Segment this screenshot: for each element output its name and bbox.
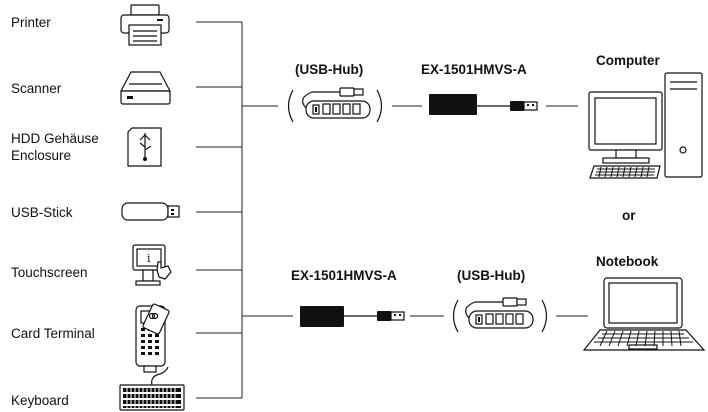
scanner-label: Scanner <box>11 81 62 96</box>
connector-lines <box>196 21 588 399</box>
top-hub-label: (USB-Hub) <box>295 62 364 77</box>
or-label: or <box>622 208 636 223</box>
keyboard-icon <box>119 366 185 411</box>
adapter-top-icon <box>429 94 538 115</box>
top-adapter-label: EX-1501HMVS-A <box>421 62 527 77</box>
usb-hub-bottom-icon <box>452 297 548 333</box>
printer-label: Printer <box>11 15 51 30</box>
scanner-icon <box>120 71 171 105</box>
bottom-adapter-label: EX-1501HMVS-A <box>291 268 397 283</box>
keyboard-label: Keyboard <box>11 393 69 408</box>
printer-icon <box>120 4 170 46</box>
hdd-label-line2: Enclosure <box>11 148 72 163</box>
card-terminal-icon <box>135 303 170 373</box>
adapter-bottom-icon <box>300 306 405 327</box>
touchscreen-label: Touchscreen <box>11 265 88 280</box>
card-terminal-label: Card Terminal <box>11 326 95 341</box>
bottom-hub-label: (USB-Hub) <box>457 268 526 283</box>
svg-text:i: i <box>147 252 151 265</box>
usb-stick-icon <box>121 202 180 221</box>
touchscreen-icon: i <box>132 244 172 286</box>
notebook-icon <box>582 277 706 351</box>
usb-stick-label: USB-Stick <box>11 205 73 220</box>
notebook-label: Notebook <box>596 254 659 269</box>
computer-icon <box>588 72 703 179</box>
computer-label: Computer <box>596 53 660 68</box>
usb-hub-top-icon <box>287 87 383 123</box>
hdd-enclosure-icon <box>127 127 162 167</box>
hdd-label-line1: HDD Gehäuse <box>11 131 99 146</box>
